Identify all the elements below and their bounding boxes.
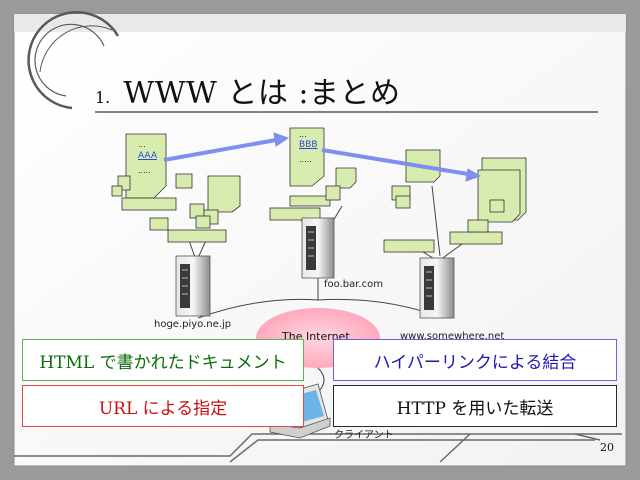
server-center bbox=[301, 217, 335, 279]
decorative-arcs bbox=[27, 11, 120, 110]
url-box: URL による指定 bbox=[22, 385, 304, 427]
server-left-label: hoge.piyo.ne.jp bbox=[154, 319, 232, 330]
hyperlink-box: ハイパーリンクによる結合 bbox=[333, 339, 617, 381]
doc-bbb-line1: ... bbox=[299, 130, 307, 139]
hyperlink-arrows bbox=[163, 132, 482, 182]
title-text: WWW とは :まとめ bbox=[123, 76, 401, 111]
bottom-frame bbox=[14, 433, 622, 463]
server-center-label: foo.bar.com bbox=[324, 279, 383, 290]
server-right-label: www.somewhere.net bbox=[400, 331, 505, 342]
doc-bbb-line2: ..... bbox=[299, 155, 312, 164]
doc-bbb-link[interactable]: BBB bbox=[299, 140, 318, 150]
html-document-box: HTML で書かれたドキュメント bbox=[22, 339, 304, 381]
doc-aaa-line1: ... bbox=[138, 140, 146, 149]
http-box: HTTP を用いた転送 bbox=[333, 385, 617, 427]
doc-aaa-link[interactable]: AAA bbox=[138, 151, 157, 161]
page-number: 20 bbox=[600, 441, 614, 454]
server-left bbox=[175, 255, 211, 317]
doc-aaa-line2: ..... bbox=[138, 166, 151, 175]
slide-title: 1. WWW とは :まとめ bbox=[95, 68, 401, 112]
title-number: 1. bbox=[95, 88, 111, 107]
doc-bbb bbox=[289, 127, 325, 187]
client-label: クライアント bbox=[334, 430, 394, 441]
server-right bbox=[419, 257, 455, 319]
right-document-cluster bbox=[383, 149, 527, 253]
center-document-cluster bbox=[269, 127, 357, 221]
left-document-cluster bbox=[111, 133, 241, 243]
